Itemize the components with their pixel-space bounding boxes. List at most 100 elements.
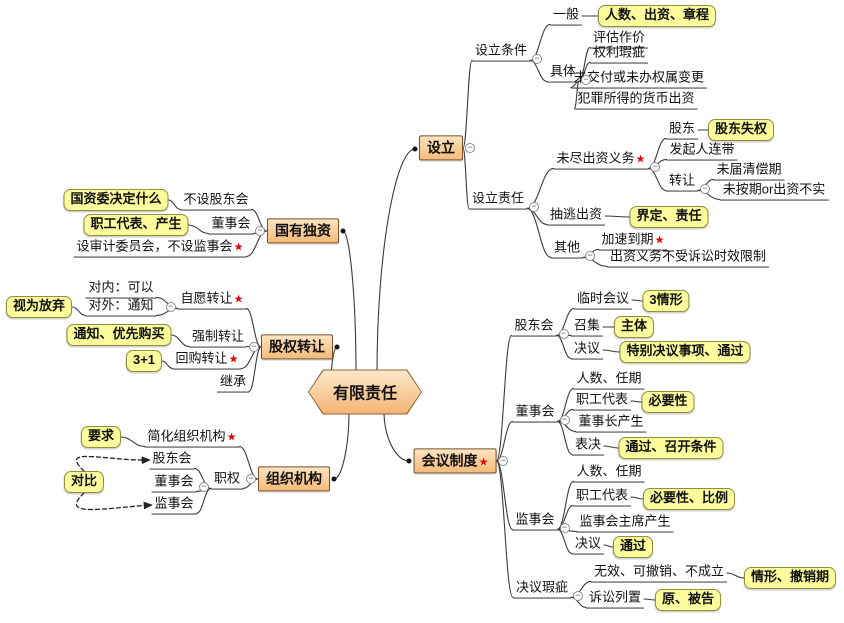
topic-gdh2[interactable]: 股东会: [149, 451, 195, 470]
connector-line: [604, 215, 631, 218]
highlight-yaoqiu[interactable]: 要求: [80, 426, 122, 448]
collapse-toggle-icon[interactable]: −: [532, 54, 542, 65]
collapse-toggle-icon[interactable]: −: [559, 523, 570, 534]
topic-jiasu[interactable]: 加速到期★: [598, 232, 668, 251]
topic-jueyi-g[interactable]: 决议: [570, 341, 604, 360]
topic-quanli[interactable]: 权利瑕疵: [589, 45, 649, 64]
collapse-toggle-icon[interactable]: −: [465, 143, 475, 153]
topic-yiban[interactable]: 一般: [549, 7, 583, 26]
highlight-zhuti[interactable]: 主体: [613, 316, 655, 338]
branch-guoyou[interactable]: 国有独资: [267, 218, 339, 244]
collapse-toggle-icon[interactable]: −: [498, 456, 509, 466]
collapse-toggle-icon[interactable]: −: [246, 474, 256, 484]
topic-fanzui[interactable]: 犯罪所得的货币出资: [574, 91, 698, 110]
collapse-toggle-icon[interactable]: −: [650, 162, 661, 173]
topic-weijin[interactable]: 未尽出资义务★: [553, 151, 649, 170]
topic-juti[interactable]: 具体: [546, 64, 580, 83]
topic-duiwai[interactable]: 对外：通知: [85, 298, 157, 317]
topic-biaojue[interactable]: 表决: [571, 437, 605, 456]
topic-zgdb-d[interactable]: 职工代表: [572, 392, 632, 411]
topic-shenji[interactable]: 设审计委员会，不设监事会★: [73, 239, 247, 258]
topic-dongshihui[interactable]: 董事会: [512, 404, 558, 423]
collapse-toggle-icon[interactable]: −: [558, 329, 569, 340]
topic-qiangzhi[interactable]: 强制转让: [188, 329, 248, 348]
highlight-qingxing[interactable]: 情形、撤销期: [743, 567, 837, 589]
topic-zhaoji[interactable]: 召集: [570, 318, 604, 337]
topic-chuzi-bu[interactable]: 出资义务不受诉讼时效限制: [606, 249, 770, 268]
connector-line: [643, 598, 656, 601]
topic-gudong[interactable]: 股东: [665, 121, 699, 140]
topic-gudonghui[interactable]: 股东会: [511, 318, 557, 337]
topic-faqiren[interactable]: 发起人连带: [666, 142, 738, 161]
topic-wuxiao[interactable]: 无效、可撤销、不成立: [590, 564, 728, 583]
highlight-biyaoxing[interactable]: 必要性: [641, 391, 695, 413]
topic-pinggu[interactable]: 评估作价: [589, 30, 649, 49]
highlight-biyao-bili[interactable]: 必要性、比例: [642, 488, 736, 510]
topic-jicheng[interactable]: 继承: [216, 374, 250, 393]
highlight-zhigong-box[interactable]: 职工代表、产生: [83, 214, 189, 236]
highlight-tebie[interactable]: 特别决议事项、通过: [619, 341, 751, 363]
highlight-renshu-box[interactable]: 人数、出资、章程: [597, 5, 717, 27]
highlight-tongzhi-box[interactable]: 通知、优先购买: [66, 324, 172, 346]
topic-zhiquan[interactable]: 职权: [210, 471, 244, 490]
topic-she-tiaojian[interactable]: 设立条件: [471, 43, 531, 62]
highlight-sanjiayi[interactable]: 3+1: [125, 350, 163, 372]
topic-jsh2[interactable]: 监事会: [151, 496, 197, 515]
highlight-duibi[interactable]: 对比: [63, 471, 105, 493]
topic-jianhua[interactable]: 简化组织机构★: [144, 429, 240, 448]
topic-weianqi[interactable]: 未按期or出资不实: [719, 182, 829, 201]
collapse-toggle-icon[interactable]: −: [165, 302, 176, 313]
collapse-toggle-icon[interactable]: −: [585, 251, 595, 262]
topic-weijiaofu[interactable]: 未交付或未办权属变更: [570, 70, 708, 89]
highlight-sanqingxing[interactable]: 3情形: [642, 290, 690, 312]
topic-jianshihui[interactable]: 监事会: [512, 512, 558, 531]
collapse-toggle-icon[interactable]: −: [700, 184, 710, 195]
highlight-tongguo-zk[interactable]: 通过、召开条件: [618, 437, 724, 459]
topic-huigou[interactable]: 回购转让★: [172, 351, 242, 370]
highlight-guoziwei[interactable]: 国资委决定什么: [63, 189, 169, 211]
collapse-toggle-icon[interactable]: −: [559, 415, 570, 426]
highlight-yuanbeigao[interactable]: 原、被告: [654, 589, 722, 611]
branch-shezhi[interactable]: 设立: [419, 135, 463, 161]
topic-dsh-guoyou[interactable]: 董事会: [208, 216, 254, 235]
topic-weijie[interactable]: 未届清偿期: [713, 162, 785, 181]
highlight-jieding[interactable]: 界定、责任: [629, 206, 709, 228]
topic-qita[interactable]: 其他: [550, 240, 584, 259]
highlight-shiwei[interactable]: 视为放弃: [5, 296, 73, 318]
topic-dsh2[interactable]: 董事会: [151, 474, 197, 493]
branch-guquan[interactable]: 股权转让: [261, 334, 333, 360]
collapse-toggle-icon[interactable]: −: [249, 342, 259, 352]
topic-susong[interactable]: 诉讼列置: [585, 590, 645, 609]
topic-bushe-gdh[interactable]: 不设股东会: [180, 192, 252, 211]
connector-line: [556, 420, 573, 455]
topic-chouta[interactable]: 抽逃出资: [546, 207, 606, 226]
connector-line: [250, 208, 268, 232]
connector-line: [462, 147, 470, 209]
topic-renshu-j[interactable]: 人数、任期: [573, 464, 645, 483]
connector-line: [248, 346, 262, 392]
branch-zuzhi[interactable]: 组织机构: [258, 466, 330, 492]
topic-duinei[interactable]: 对内：可以: [85, 280, 157, 299]
topic-linshi[interactable]: 临时会议: [573, 291, 633, 310]
topic-dszhang[interactable]: 董事长产生: [575, 414, 647, 433]
topic-she-zeren[interactable]: 设立责任: [468, 191, 528, 210]
topic-jshzx[interactable]: 监事会主席产生: [576, 514, 674, 533]
topic-ziyuan[interactable]: 自愿转让★: [177, 291, 247, 310]
connector-line: [529, 59, 548, 82]
topic-zgdb-j[interactable]: 职工代表: [572, 488, 632, 507]
collapse-toggle-icon[interactable]: −: [573, 591, 583, 602]
collapse-toggle-icon[interactable]: −: [198, 482, 209, 493]
highlight-gudongshiquan[interactable]: 股东失权: [707, 119, 775, 141]
topic-jueyi-j[interactable]: 决议: [571, 536, 605, 555]
highlight-tongguo-j[interactable]: 通过: [612, 536, 654, 558]
topic-jueyixiaci[interactable]: 决议瑕疵: [512, 580, 572, 599]
collapse-toggle-icon[interactable]: −: [255, 226, 265, 236]
topic-zhuanrang2[interactable]: 转让: [665, 173, 699, 192]
collapse-toggle-icon[interactable]: −: [529, 202, 539, 213]
central-topic[interactable]: 有限责任: [307, 369, 423, 415]
connector-line: [578, 61, 591, 82]
collapse-toggle-icon[interactable]: −: [581, 75, 591, 86]
topic-renshu-d[interactable]: 人数、任期: [573, 371, 645, 390]
connector-line: [556, 504, 574, 530]
branch-huiyi[interactable]: 会议制度★: [413, 448, 497, 474]
